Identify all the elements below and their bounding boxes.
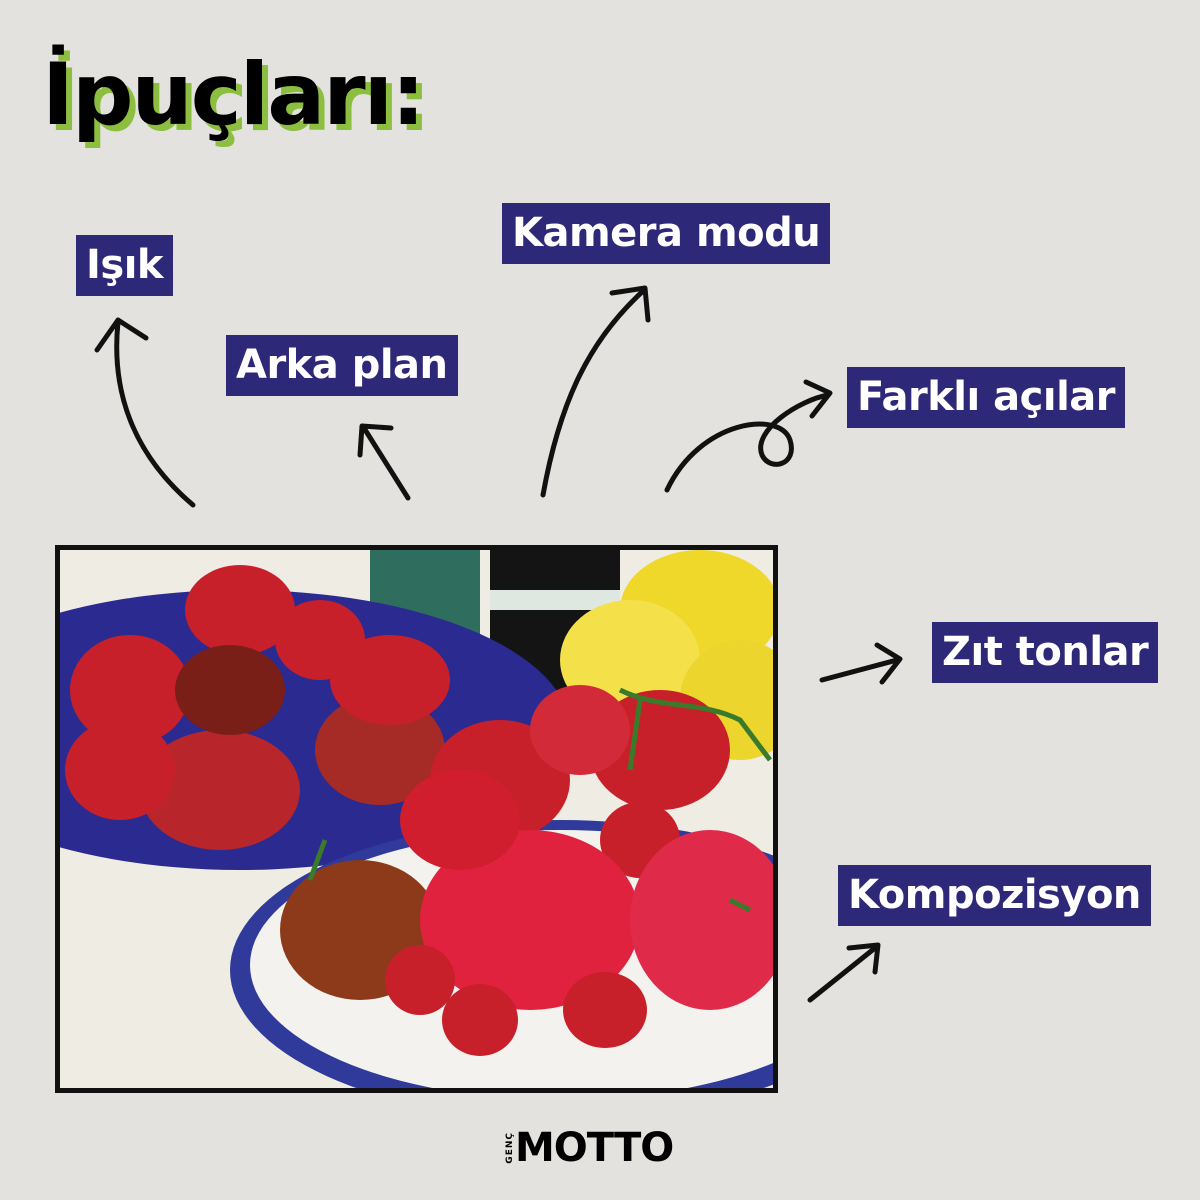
genc-motto-logo: GENÇ MOTTO bbox=[505, 1125, 674, 1171]
arrow-icon bbox=[94, 317, 196, 508]
tip-label-background: Arka plan bbox=[226, 335, 458, 396]
arrow-icon bbox=[819, 642, 903, 685]
arrow-icon bbox=[664, 379, 833, 493]
tip-label-light: Işık bbox=[76, 235, 174, 296]
tip-label-different-angles: Farklı açılar bbox=[847, 367, 1125, 428]
tip-label-composition: Kompozisyon bbox=[838, 865, 1151, 926]
arrow-icon bbox=[807, 942, 881, 1003]
page-title: İpuçları: bbox=[42, 45, 426, 145]
logo-main-text: MOTTO bbox=[515, 1125, 674, 1171]
tip-label-camera-mode: Kamera modu bbox=[502, 203, 831, 264]
tomato-photo-illustration bbox=[55, 545, 778, 1093]
logo-small-text: GENÇ bbox=[505, 1132, 515, 1164]
tip-label-contrast-tones: Zıt tonlar bbox=[932, 622, 1159, 683]
arrow-icon bbox=[357, 423, 411, 501]
arrow-icon bbox=[540, 285, 651, 498]
